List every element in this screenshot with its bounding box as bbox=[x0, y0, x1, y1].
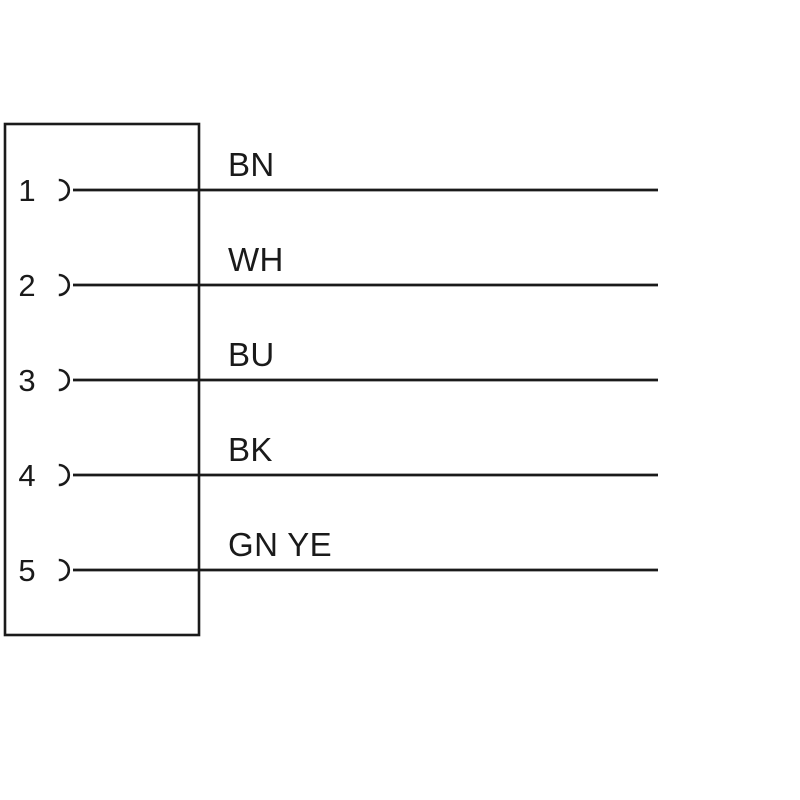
pin-number-4: 4 bbox=[18, 458, 35, 493]
pin-number-5: 5 bbox=[18, 553, 35, 588]
pin-number-3: 3 bbox=[18, 363, 35, 398]
pin-contact-arc bbox=[58, 558, 71, 582]
pin-row: 2 WH bbox=[18, 241, 658, 303]
pin-row: 5 GN YE bbox=[18, 526, 658, 588]
wire-color-label-wh: WH bbox=[228, 241, 284, 278]
pin-contact-arc bbox=[58, 368, 71, 392]
pin-number-2: 2 bbox=[18, 268, 35, 303]
pin-contact-arc bbox=[58, 273, 71, 297]
pin-rows-group: 1 BN 2 WH 3 BU 4 BK 5 GN YE bbox=[18, 146, 658, 588]
pin-contact-arc bbox=[58, 463, 71, 487]
wire-color-label-bk: BK bbox=[228, 431, 273, 468]
pin-row: 4 BK bbox=[18, 431, 658, 493]
pin-row: 3 BU bbox=[18, 336, 658, 398]
pin-contact-arc bbox=[58, 178, 71, 202]
wire-color-label-bu: BU bbox=[228, 336, 275, 373]
wire-color-label-gn-ye: GN YE bbox=[228, 526, 332, 563]
pin-number-1: 1 bbox=[18, 173, 35, 208]
wire-color-label-bn: BN bbox=[228, 146, 275, 183]
pin-row: 1 BN bbox=[18, 146, 658, 208]
